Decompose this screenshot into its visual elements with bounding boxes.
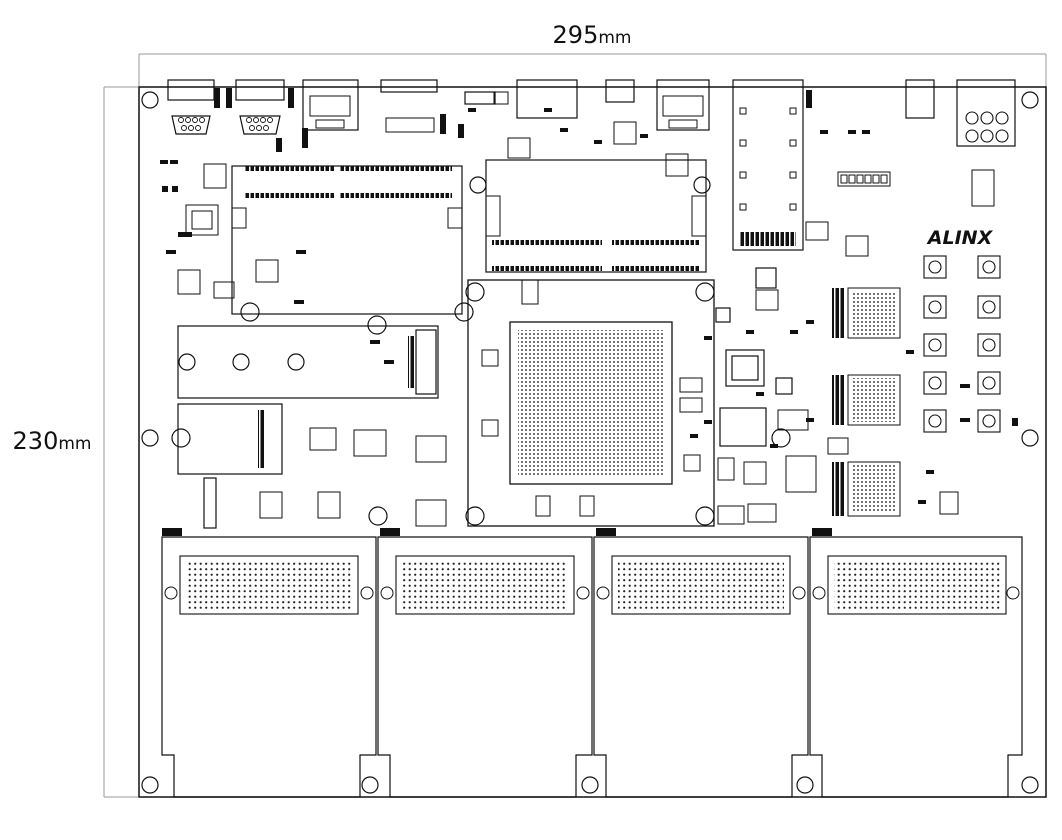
power-connector bbox=[956, 79, 1016, 147]
dimension-lines bbox=[103, 53, 1047, 798]
vga-connector-2 bbox=[235, 79, 285, 101]
fpga-chip bbox=[509, 321, 673, 485]
ethernet-details bbox=[309, 95, 704, 129]
sfp-pins bbox=[740, 232, 796, 246]
sfp-cage bbox=[732, 79, 804, 251]
sodimm-slot-right bbox=[485, 159, 707, 273]
m2-slot bbox=[177, 325, 439, 399]
small-components bbox=[177, 91, 995, 527]
height-value: 230 bbox=[13, 427, 59, 455]
hdmi-connector bbox=[380, 79, 438, 93]
alinx-logo: ALINX bbox=[926, 227, 994, 249]
dvi-connector bbox=[516, 79, 578, 119]
ethernet-jack-1 bbox=[302, 79, 359, 131]
passive-components bbox=[160, 88, 1018, 504]
height-dimension-label: 230mm bbox=[13, 427, 92, 455]
fmc-bay-4 bbox=[809, 528, 1023, 798]
board-outline bbox=[138, 86, 1047, 798]
height-unit: mm bbox=[58, 434, 91, 454]
processor-chip bbox=[715, 267, 793, 447]
usb-connector bbox=[464, 91, 496, 105]
top-connectors bbox=[167, 79, 1016, 251]
card-slot bbox=[177, 403, 283, 529]
usb-small-connector bbox=[605, 79, 635, 103]
fmc-bays bbox=[161, 528, 1023, 798]
vga-connector-1 bbox=[167, 79, 215, 101]
sodimm-slot-left bbox=[231, 165, 463, 315]
vga-pins bbox=[178, 117, 273, 131]
width-unit: mm bbox=[598, 28, 631, 48]
power-jack bbox=[905, 79, 935, 119]
pin-header bbox=[837, 171, 891, 187]
push-buttons bbox=[923, 255, 1001, 433]
fmc-bay-2 bbox=[377, 528, 593, 798]
width-dimension-label: 295mm bbox=[553, 21, 632, 49]
width-value: 295 bbox=[553, 21, 599, 49]
fmc-bay-1 bbox=[161, 528, 377, 798]
fmc-bay-3 bbox=[593, 528, 809, 798]
bga-chips bbox=[832, 287, 901, 517]
fpga-module bbox=[467, 279, 715, 527]
power-connector-holes bbox=[965, 111, 1009, 143]
ethernet-jack-2 bbox=[656, 79, 710, 131]
